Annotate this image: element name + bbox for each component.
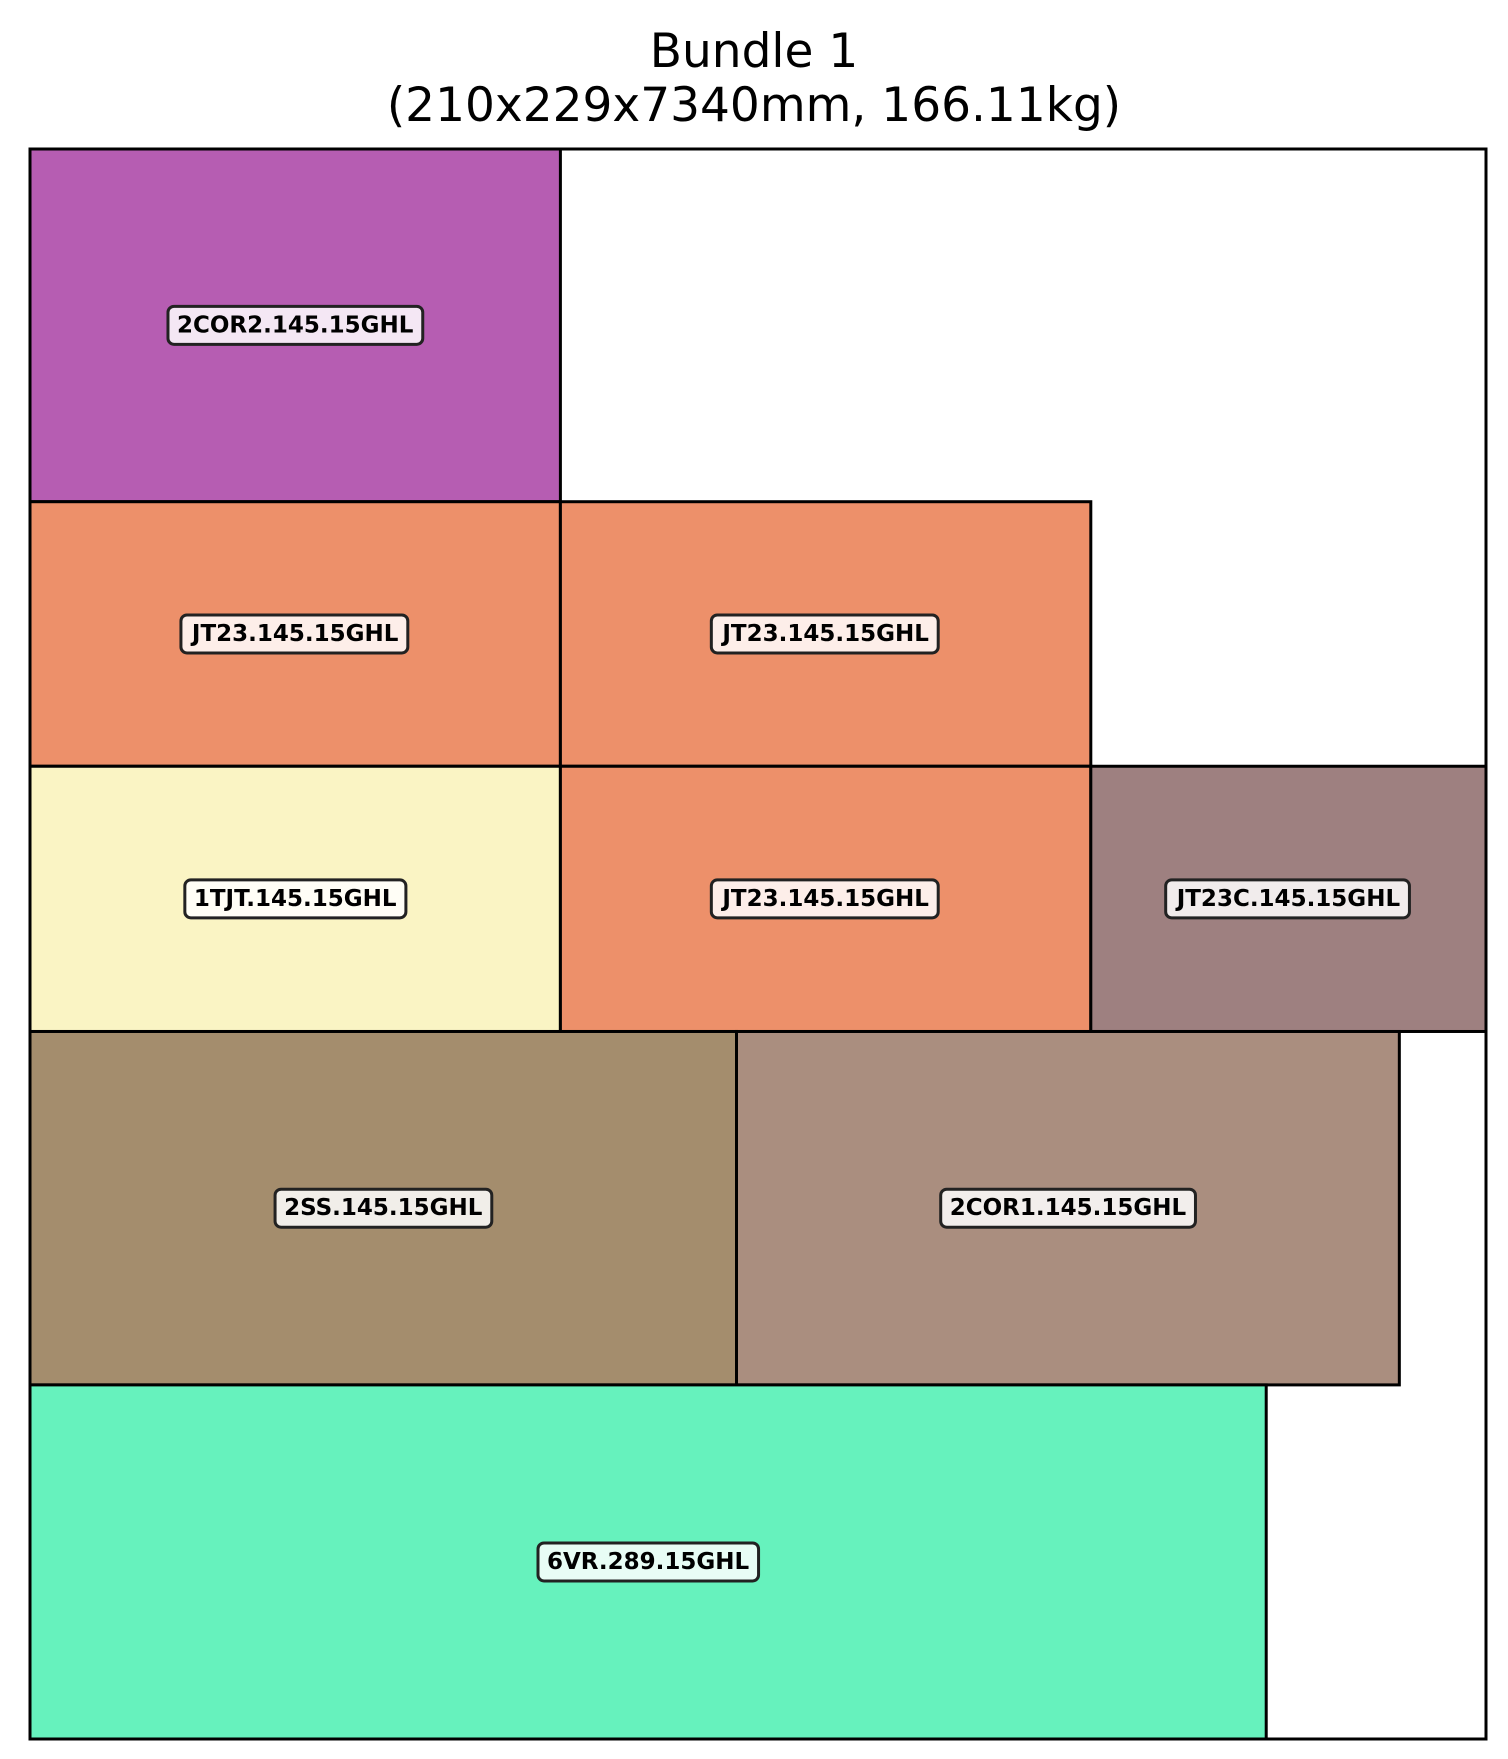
piece-label-box — [273, 1187, 494, 1229]
piece-label: 2SS.145.15GHL — [284, 1195, 483, 1221]
piece-label: 2COR1.145.15GHL — [950, 1195, 1187, 1221]
piece-label-box — [709, 613, 940, 655]
diagram-title: Bundle 1 — [649, 24, 859, 79]
bundle-outline — [28, 147, 1488, 1741]
pieces-group: 2COR2.145.15GHL JT23.145.15GHL JT23.145.15… — [28, 147, 1488, 1741]
piece-label-box — [179, 613, 410, 655]
piece-label: 2COR2.145.15GHL — [177, 312, 414, 338]
piece-label: JT23.145.15GHL — [190, 621, 399, 647]
piece-label-box — [536, 1541, 761, 1583]
piece-label-box — [1164, 878, 1411, 920]
piece-label: 6VR.289.15GHL — [547, 1549, 750, 1575]
piece-label: JT23.145.15GHL — [720, 621, 929, 647]
piece-rect — [558, 500, 1093, 768]
piece-label-box — [183, 878, 408, 920]
piece-label-box — [709, 878, 940, 920]
diagram-subtitle: (210x229x7340mm, 166.11kg) — [386, 78, 1122, 133]
piece-label: JT23.145.15GHL — [720, 886, 929, 912]
piece-label-box — [166, 304, 425, 346]
piece-label-box — [939, 1187, 1197, 1229]
piece-label: JT23C.145.15GHL — [1175, 886, 1401, 912]
piece-label: 1TJT.145.15GHL — [194, 886, 397, 912]
